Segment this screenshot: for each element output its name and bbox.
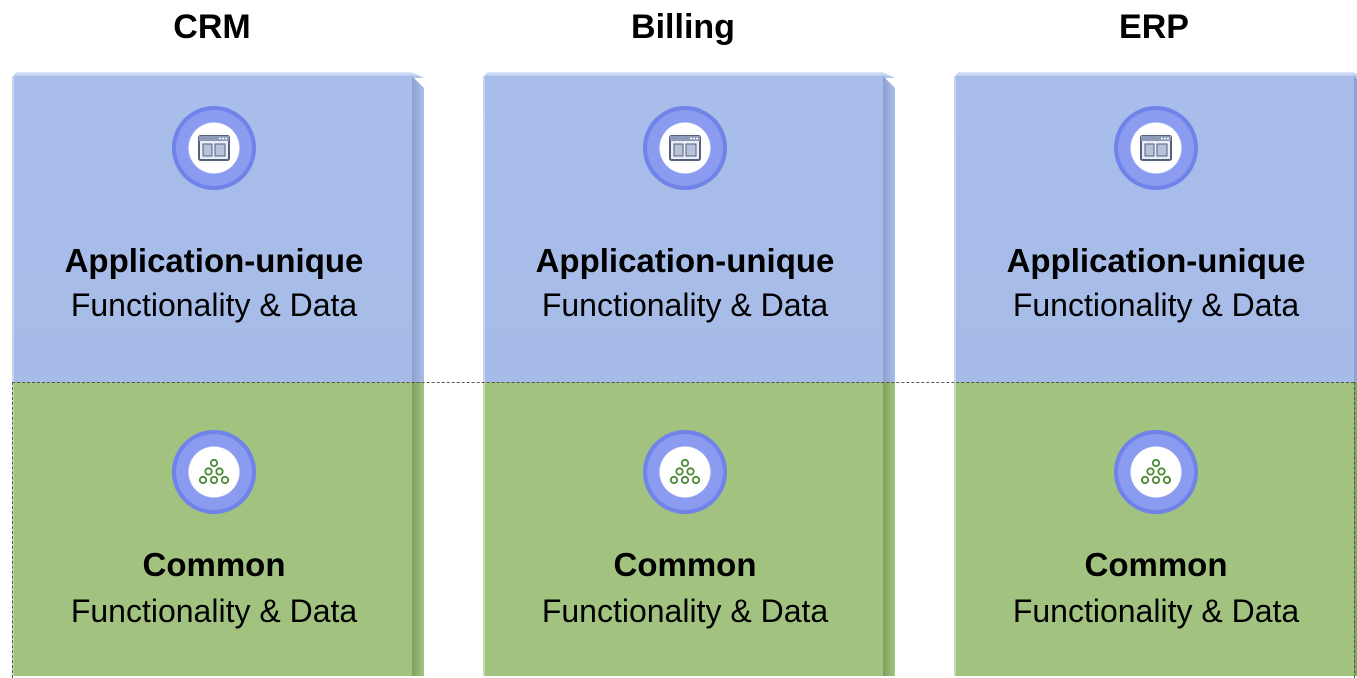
block-subheading: Functionality & Data (70, 287, 358, 323)
block-subheading: Functionality & Data (541, 287, 829, 323)
common-layer-boundary-right (1354, 382, 1355, 678)
column-title-crm: CRM (173, 8, 251, 46)
column-top-edge (483, 72, 895, 78)
block-heading: Common (1084, 546, 1228, 583)
shared-nodes-icon (172, 430, 256, 514)
block-heading: Common (142, 546, 286, 583)
shared-nodes-icon (1114, 430, 1198, 514)
application-window-icon (172, 106, 256, 190)
column-crm: Application-unique Functionality & Data … (12, 72, 424, 676)
column-title-billing: Billing (631, 8, 735, 46)
block-subheading: Functionality & Data (70, 593, 358, 629)
application-unique-block: Application-unique Functionality & Data (12, 76, 412, 382)
block-heading: Application-unique (64, 242, 364, 279)
application-window-icon (643, 106, 727, 190)
common-layer-boundary (12, 382, 1354, 383)
shared-nodes-icon (643, 430, 727, 514)
column-title-erp: ERP (1119, 8, 1189, 46)
block-subheading: Functionality & Data (1012, 593, 1300, 629)
application-unique-block: Application-unique Functionality & Data (483, 76, 883, 382)
common-block: Common Functionality & Data (483, 382, 895, 676)
common-block: Common Functionality & Data (954, 382, 1357, 676)
common-layer-boundary-left (12, 382, 13, 678)
column-billing: Application-unique Functionality & Data … (483, 72, 895, 676)
block-subheading: Functionality & Data (1012, 287, 1300, 323)
application-window-icon (1114, 106, 1198, 190)
application-unique-block: Application-unique Functionality & Data (954, 76, 1354, 382)
block-subheading: Functionality & Data (541, 593, 829, 629)
block-heading: Application-unique (1006, 242, 1306, 279)
column-top-edge (12, 72, 424, 78)
column-top-edge (954, 72, 1357, 78)
block-heading: Common (613, 546, 757, 583)
block-heading: Application-unique (535, 242, 835, 279)
common-block: Common Functionality & Data (12, 382, 424, 676)
column-erp: Application-unique Functionality & Data … (954, 72, 1357, 676)
